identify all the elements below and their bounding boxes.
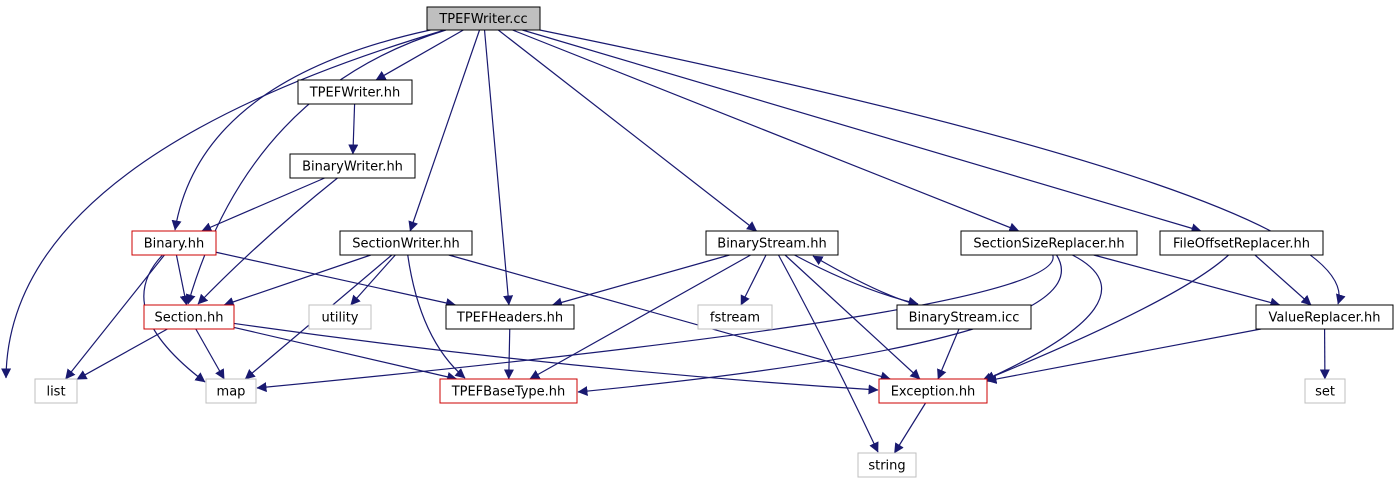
node-tpefheaders-hh[interactable]: TPEFHeaders.hh — [445, 304, 575, 330]
edge-binarystream-hh-to-tpefheaders-hh — [552, 254, 730, 308]
node-binarywriter-hh[interactable]: BinaryWriter.hh — [289, 153, 416, 179]
node-section-hh[interactable]: Section.hh — [143, 304, 235, 330]
node-map: map — [205, 378, 257, 404]
node-tpefwriter-hh[interactable]: TPEFWriter.hh — [297, 79, 413, 105]
edge-tpefwriter-cc-to-sectionsizereplacer-hh — [512, 29, 1020, 233]
edge-tpefwriter-cc-to-tpefheaders-hh — [483, 29, 514, 306]
edge-section-hh-to-list — [76, 328, 168, 380]
node-label-tpefwriter-hh: TPEFWriter.hh — [309, 86, 401, 101]
edge-tpefwriter-hh-to-binarywriter-hh — [348, 103, 359, 155]
node-label-fstream: fstream — [710, 311, 760, 326]
edge-sectionwriter-hh-to-utility — [350, 254, 396, 306]
node-box-exception-hh — [878, 378, 988, 404]
node-box-valuereplacer-hh — [1255, 304, 1394, 330]
node-label-fileoffsetreplacer-hh: FileOffsetReplacer.hh — [1173, 237, 1310, 252]
node-label-tpefbasetype-hh: TPEFBaseType.hh — [451, 385, 566, 400]
node-tpefbasetype-hh[interactable]: TPEFBaseType.hh — [439, 378, 578, 404]
node-sectionsizereplacer-hh[interactable]: SectionSizeReplacer.hh — [960, 230, 1138, 256]
edge-fileoffsetreplacer-hh-to-valuereplacer-hh — [1254, 254, 1312, 306]
node-label-set: set — [1315, 385, 1335, 400]
edge-tpefwriter-cc-to-binary-hh — [171, 29, 431, 231]
node-box-tpefwriter-cc — [426, 6, 541, 31]
node-string: string — [857, 452, 917, 478]
edge-section-hh-to-tpefbasetype-hh — [233, 326, 458, 382]
edge-section-hh-to-map — [195, 328, 225, 380]
node-list: list — [34, 378, 78, 404]
node-set: set — [1304, 378, 1346, 404]
edge-sectionwriter-hh-to-exception-hh — [448, 254, 891, 382]
node-label-sectionsizereplacer-hh: SectionSizeReplacer.hh — [973, 237, 1124, 252]
node-box-tpefheaders-hh — [445, 304, 575, 330]
edge-binary-hh-to-section-hh — [175, 254, 190, 306]
node-label-binarystream-icc: BinaryStream.icc — [909, 311, 1020, 326]
node-box-fileoffsetreplacer-hh — [1159, 230, 1324, 256]
node-box-sectionsizereplacer-hh — [960, 230, 1138, 256]
node-box-binarystream-icc — [896, 304, 1032, 330]
node-box-fstream — [697, 304, 773, 330]
edge-binarywriter-hh-to-section-hh — [197, 177, 338, 305]
node-label-map: map — [217, 385, 246, 400]
edge-sectionwriter-hh-to-tpefbasetype-hh — [407, 254, 466, 379]
edge-valuereplacer-hh-to-exception-hh — [986, 328, 1262, 384]
edge-tpefwriter-cc-to-tpefwriter-hh — [375, 29, 464, 81]
node-box-tpefwriter-hh — [297, 79, 413, 105]
edge-binarywriter-hh-to-binary-hh — [201, 177, 325, 232]
node-utility: utility — [308, 304, 372, 330]
node-label-valuereplacer-hh: ValueReplacer.hh — [1269, 311, 1381, 326]
node-box-binarystream-hh — [705, 230, 839, 256]
node-label-exception-hh: Exception.hh — [891, 385, 976, 400]
edge-tpefheaders-hh-to-tpefbasetype-hh — [503, 328, 514, 380]
node-label-sectionwriter-hh: SectionWriter.hh — [352, 237, 459, 252]
edge-sectionwriter-hh-to-section-hh — [223, 254, 372, 307]
edge-fileoffsetreplacer-hh-to-exception-hh — [981, 254, 1229, 383]
node-valuereplacer-hh[interactable]: ValueReplacer.hh — [1255, 304, 1394, 330]
edge-binarystream-hh-to-fstream — [740, 254, 767, 306]
edge-tpefwriter-cc-to-binarystream-hh — [497, 29, 757, 232]
node-box-utility — [308, 304, 372, 330]
node-binarystream-hh[interactable]: BinaryStream.hh — [705, 230, 839, 256]
node-label-binarywriter-hh: BinaryWriter.hh — [302, 160, 403, 175]
edge-tpefwriter-cc-to-list — [1, 29, 446, 379]
node-fstream: fstream — [697, 304, 773, 330]
node-box-map — [205, 378, 257, 404]
edge-binary-hh-to-tpefheaders-hh — [215, 251, 457, 308]
node-box-set — [1304, 378, 1346, 404]
node-sectionwriter-hh[interactable]: SectionWriter.hh — [339, 230, 473, 256]
node-label-tpefheaders-hh: TPEFHeaders.hh — [456, 311, 563, 326]
edge-sectionsizereplacer-hh-to-map — [256, 254, 1054, 393]
node-fileoffsetreplacer-hh[interactable]: FileOffsetReplacer.hh — [1159, 230, 1324, 256]
edges — [1, 29, 1346, 454]
node-box-binarywriter-hh — [289, 153, 416, 179]
nodes: TPEFWriter.ccTPEFWriter.hhBinaryWriter.h… — [34, 6, 1394, 478]
edge-sectionsizereplacer-hh-to-valuereplacer-hh — [1093, 254, 1281, 308]
edge-binarystream-icc-to-binarystream-hh — [812, 255, 919, 306]
node-binary-hh[interactable]: Binary.hh — [131, 230, 217, 256]
node-tpefwriter-cc[interactable]: TPEFWriter.cc — [426, 6, 541, 31]
node-label-list: list — [46, 385, 65, 400]
node-label-binary-hh: Binary.hh — [144, 237, 205, 252]
node-box-section-hh — [143, 304, 235, 330]
node-box-sectionwriter-hh — [339, 230, 473, 256]
node-label-utility: utility — [322, 311, 359, 326]
node-box-binary-hh — [131, 230, 217, 256]
edge-tpefwriter-cc-to-fileoffsetreplacer-hh — [522, 29, 1202, 234]
edge-exception-hh-to-string — [893, 402, 927, 454]
edge-binarystream-hh-to-tpefbasetype-hh — [529, 254, 751, 380]
node-label-section-hh: Section.hh — [155, 311, 224, 326]
node-binarystream-icc[interactable]: BinaryStream.icc — [896, 304, 1032, 330]
edge-sectionsizereplacer-hh-to-exception-hh — [984, 254, 1103, 381]
node-box-string — [857, 452, 917, 478]
edge-binarystream-icc-to-exception-hh — [937, 328, 960, 380]
node-box-list — [34, 378, 78, 404]
node-box-tpefbasetype-hh — [439, 378, 578, 404]
node-exception-hh[interactable]: Exception.hh — [878, 378, 988, 404]
node-label-string: string — [868, 459, 905, 474]
edge-tpefwriter-cc-to-valuereplacer-hh — [539, 29, 1346, 305]
edge-sectionsizereplacer-hh-to-tpefbasetype-hh — [577, 254, 1062, 397]
edge-tpefwriter-cc-to-sectionwriter-hh — [408, 29, 481, 232]
edge-binarystream-hh-to-string — [777, 254, 879, 453]
node-label-tpefwriter-cc: TPEFWriter.cc — [438, 12, 527, 27]
node-label-binarystream-hh: BinaryStream.hh — [717, 237, 826, 252]
